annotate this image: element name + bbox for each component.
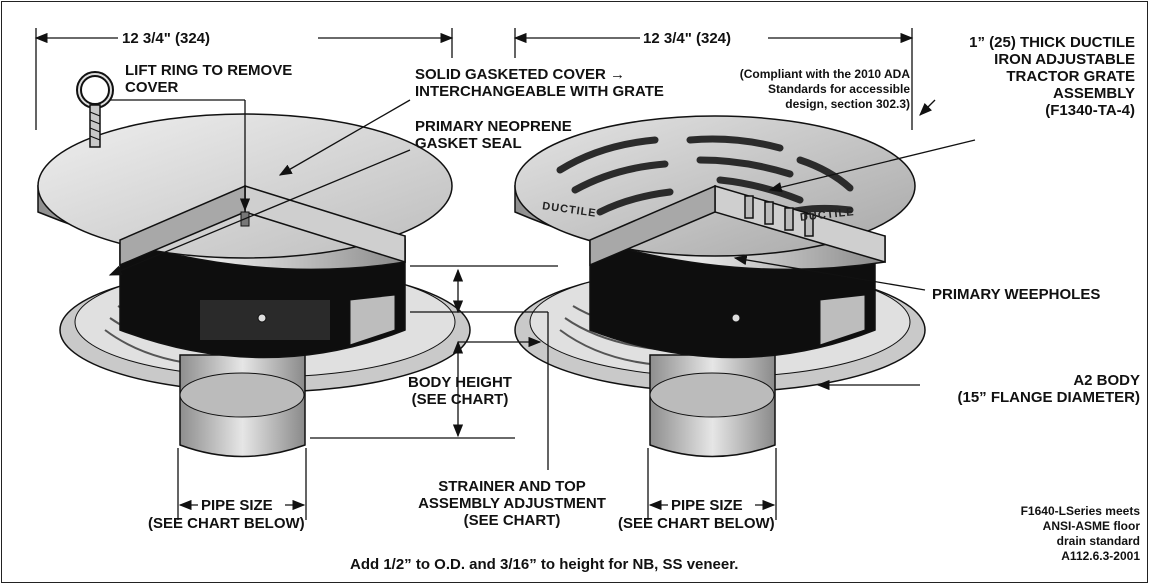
right-width-dimension: 12 3/4" (324) <box>643 30 732 47</box>
pipe-chart-left-label: (SEE CHART BELOW) <box>148 515 305 532</box>
interchangeable-label: INTERCHANGEABLE WITH GRATE <box>415 83 664 100</box>
lift-ring-icon <box>76 71 114 148</box>
left-drain-body <box>59 239 471 458</box>
right-tractor-grate <box>514 115 916 271</box>
left-width-dimension: 12 3/4" (324) <box>122 30 211 47</box>
pipe-size-left-label: PIPE SIZE <box>201 497 273 514</box>
right-drain-body <box>514 239 926 458</box>
a2-body-label: A2 BODY (15” FLANGE DIAMETER) <box>957 372 1140 406</box>
strainer-label: STRAINER AND TOP ASSEMBLY ADJUSTMENT (SE… <box>418 478 606 529</box>
standard-note: F1640-LSeries meets ANSI-ASME floor drai… <box>1020 504 1140 563</box>
dimension-lines <box>34 28 976 520</box>
footer-note: Add 1/2” to O.D. and 3/16” to height for… <box>350 556 739 573</box>
grate-label: 1” (25) THICK DUCTILE IRON ADJUSTABLE TR… <box>969 34 1135 119</box>
pipe-size-right-label: PIPE SIZE <box>671 497 743 514</box>
ada-note: (Compliant with the 2010 ADA Standards f… <box>739 67 910 111</box>
gasket-label: PRIMARY NEOPRENE GASKET SEAL <box>415 118 572 152</box>
lift-ring-label: LIFT RING TO REMOVE COVER <box>125 62 293 96</box>
body-height-label: BODY HEIGHT (SEE CHART) <box>408 374 512 408</box>
weepholes-label: PRIMARY WEEPHOLES <box>932 286 1101 303</box>
solid-cover-label: SOLID GASKETED COVER → <box>415 66 626 83</box>
pipe-chart-right-label: (SEE CHART BELOW) <box>618 515 775 532</box>
